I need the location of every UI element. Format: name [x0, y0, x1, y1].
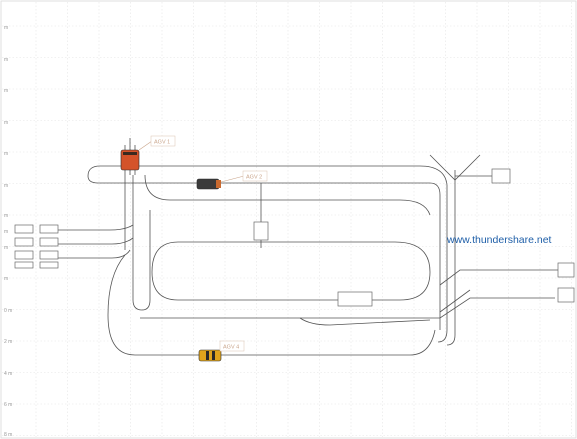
station-center-top [253, 221, 269, 241]
track-top-outer [87, 165, 448, 343]
track-right-lower-branch [439, 289, 471, 313]
station-slot [39, 261, 59, 269]
y-tick-label: m [4, 120, 8, 126]
agv-tag-box [219, 340, 245, 352]
station-slot [39, 250, 59, 260]
agv-tag-leader [138, 140, 153, 151]
track-left-entry-3 [58, 249, 131, 259]
track-right-upper-branch [439, 269, 560, 286]
track-right-top-diag [429, 154, 481, 181]
agv-2-vehicle[interactable]: AGV 2 [196, 170, 268, 190]
y-axis: m m m m m m m m m m 0 m 2 m 4 m 6 m 8 m [4, 25, 12, 438]
track-top-inner [98, 182, 441, 330]
agv-tag-leader [220, 175, 245, 183]
agv-label: AGV 2 [246, 175, 262, 181]
agv-body [196, 178, 220, 190]
station-slot [14, 261, 34, 269]
station-slot [39, 237, 59, 247]
station-right-bottom [557, 287, 575, 303]
agv-tag-box [242, 170, 268, 182]
stations [14, 168, 575, 307]
station-slot [39, 224, 59, 234]
agv-stripe [212, 351, 215, 360]
agv-body [198, 349, 222, 362]
y-tick-label: 8 m [4, 432, 12, 438]
agv-1-vehicle[interactable]: AGV 1 [120, 135, 176, 171]
agv-4-vehicle[interactable]: AGV 4 [198, 340, 245, 362]
agv-stripe [123, 152, 137, 155]
y-tick-label: m [4, 276, 8, 282]
track-inner-loop [151, 241, 431, 301]
agv-stripe [206, 351, 209, 360]
station-right-mid [557, 262, 575, 278]
track-mid-lower-b [299, 317, 431, 326]
y-tick-label: 0 m [4, 308, 12, 314]
track-network [58, 138, 560, 356]
y-tick-label: 6 m [4, 402, 12, 408]
agv-tag-box [150, 135, 176, 147]
track-left-entry-2 [58, 237, 134, 245]
y-tick-label: m [4, 245, 8, 251]
track-mid-lower [140, 297, 555, 319]
y-tick-label: m [4, 151, 8, 157]
station-slot [14, 250, 34, 260]
y-tick-label: m [4, 229, 8, 235]
agv-stripe [216, 180, 221, 188]
track-right-vertical [446, 170, 456, 346]
station-center-bottom [337, 291, 373, 307]
left-station-block [14, 224, 59, 269]
y-tick-label: m [4, 25, 8, 31]
station-right-top [491, 168, 511, 184]
y-tick-label: 2 m [4, 339, 12, 345]
track-inner-left-upper [144, 174, 431, 216]
agv-label: AGV 4 [223, 345, 239, 351]
watermark-url: www.thundershare.net [446, 234, 552, 246]
station-slot [14, 237, 34, 247]
track-left-entry-1 [58, 224, 134, 231]
track-bottom-outer [107, 254, 436, 356]
agv-label: AGV 1 [154, 140, 170, 146]
y-tick-label: m [4, 213, 8, 219]
y-tick-label: m [4, 183, 8, 189]
track-inner-left-vert-a [132, 175, 151, 311]
y-tick-label: m [4, 88, 8, 94]
y-tick-label: m [4, 57, 8, 63]
station-slot [14, 224, 34, 234]
y-tick-label: 4 m [4, 371, 12, 377]
